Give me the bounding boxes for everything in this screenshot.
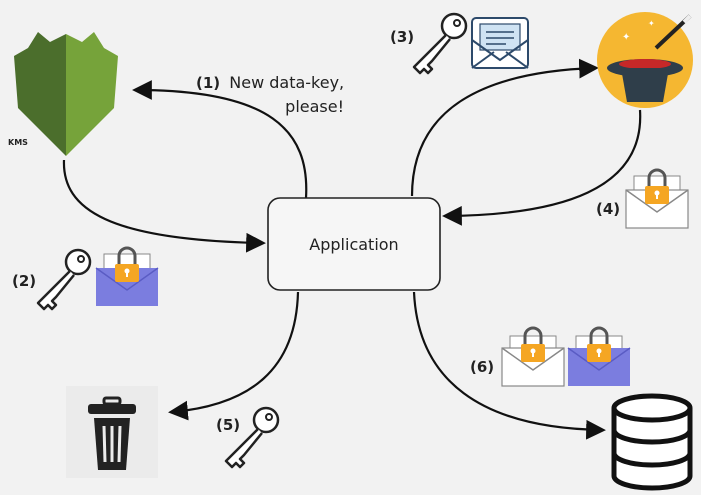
arrow-return-key — [62, 159, 266, 253]
kms-logo-icon: KMS — [8, 32, 118, 156]
step-2-group: (2) — [12, 246, 159, 311]
trash-icon — [66, 386, 158, 478]
padlock-icon — [519, 326, 547, 364]
application-label: Application — [309, 235, 398, 254]
step-3-group: (3) — [390, 12, 529, 75]
arrows — [62, 58, 642, 440]
arrow-store — [412, 291, 606, 440]
step-1-number: (1) — [196, 74, 220, 92]
svg-text:(1) New data-key,: (1) New data-key, — [196, 73, 344, 92]
step-6-number: (6) — [470, 358, 494, 376]
application-box: Application — [267, 197, 441, 291]
step-1-text-line2: please! — [285, 97, 344, 116]
step-3-number: (3) — [390, 28, 414, 46]
key-icon — [36, 248, 92, 311]
arrow-request-key — [132, 80, 308, 199]
step-2-number: (2) — [12, 272, 36, 290]
arrow-discard-key — [168, 291, 300, 421]
svg-text:✦: ✦ — [622, 32, 630, 43]
arrow-encrypted-back — [442, 109, 642, 226]
locked-envelope-icon — [501, 326, 565, 387]
kms-label: KMS — [8, 138, 28, 147]
padlock-icon — [585, 326, 613, 364]
step-4-number: (4) — [596, 200, 620, 218]
padlock-icon — [113, 246, 141, 284]
envelope-icon — [471, 17, 529, 69]
step-5-number: (5) — [216, 416, 240, 434]
step-5-group: (5) — [216, 406, 280, 469]
locked-envelope-icon — [567, 326, 631, 386]
locked-envelope-icon — [95, 246, 159, 306]
svg-text:✦: ✦ — [648, 19, 655, 28]
step-1-text-line1: New data-key, — [229, 73, 344, 92]
magic-hat-icon: ✦ ✦ — [597, 12, 693, 108]
arrow-to-encrypt — [410, 58, 599, 197]
step-1-caption: (1) New data-key, please! — [196, 73, 344, 116]
step-6-group: (6) — [470, 326, 631, 387]
key-icon — [412, 12, 468, 75]
database-icon — [611, 393, 693, 491]
padlock-icon — [643, 168, 671, 206]
step-4-group: (4) — [596, 168, 689, 229]
locked-envelope-icon — [625, 168, 689, 229]
